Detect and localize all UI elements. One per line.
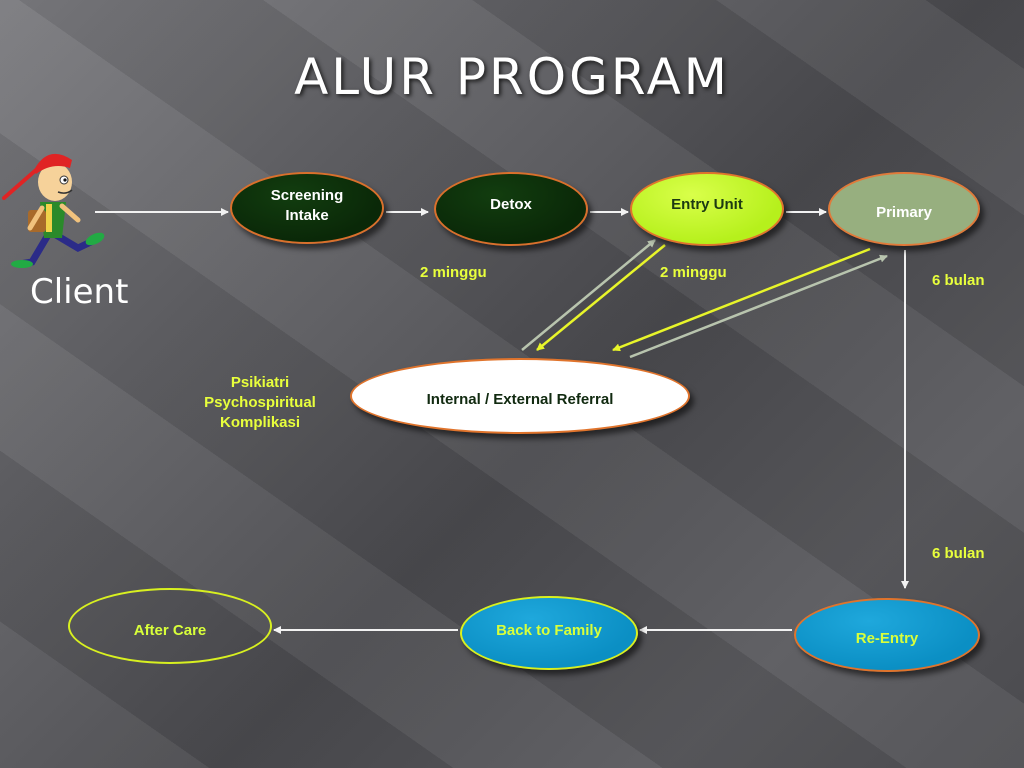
arrow-referral-primary [629,254,888,359]
node-referral-label: Internal / External Referral [426,391,614,408]
client-figure-icon [2,153,105,268]
primary-duration-note: 6 bulan [932,272,985,289]
node-detox: Detox [434,172,588,246]
node-primary: Primary [828,172,980,246]
node-primary-label: Primary [876,204,932,221]
node-screening-intake: Screening Intake [230,172,384,244]
node-detox-label: Detox [490,196,532,213]
node-back-to-family-label: Back to Family [496,622,602,639]
detox-duration-note: 2 minggu [420,264,487,281]
node-re-entry: Re-Entry [794,598,980,672]
arrow-referral-entry [521,239,656,351]
arrow-primary-referral [612,247,871,352]
referral-reason-komplikasi: Komplikasi [219,414,301,431]
reentry-duration-note: 6 bulan [932,545,985,562]
referral-reasons: Psikiatri Psychospiritual Komplikasi [180,373,340,433]
node-referral: Internal / External Referral [350,358,690,434]
slide-title: ALUR PROGRAM [294,48,730,106]
node-screening-intake-label: Screening Intake [270,187,344,224]
node-after-care: After Care [68,588,272,664]
referral-reason-psychospiritual: Psychospiritual [204,394,316,411]
node-re-entry-label: Re-Entry [855,630,919,647]
node-entry-unit-label: Entry Unit [671,196,743,213]
client-label: Client [30,272,129,312]
entry-duration-note: 2 minggu [660,264,727,281]
referral-reason-psikiatri: Psikiatri [230,374,290,391]
node-after-care-label: After Care [133,622,207,639]
arrow-entry-referral [536,244,666,351]
node-back-to-family: Back to Family [460,596,638,670]
node-entry-unit: Entry Unit [630,172,784,246]
